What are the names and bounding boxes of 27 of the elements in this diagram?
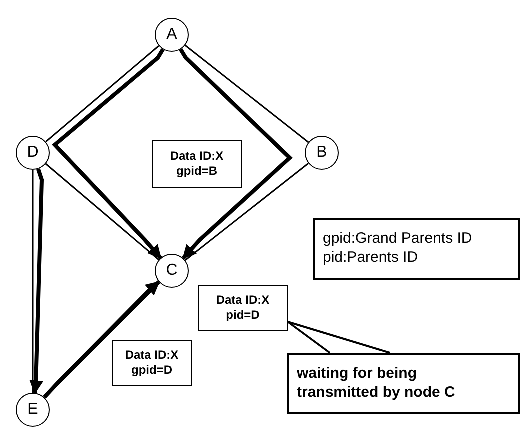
note-box — [313, 218, 520, 280]
link-line — [45, 45, 160, 143]
node-circle: C — [155, 254, 189, 288]
box-text: gpid=D — [132, 363, 172, 378]
box-text: waiting for being transmitted by node C — [297, 364, 456, 402]
box-text: gpid=B — [176, 164, 218, 179]
box-text: Data ID:X — [125, 348, 179, 363]
data-box — [112, 340, 192, 386]
box-text: Data ID:X — [170, 149, 224, 164]
node-circle: A — [155, 18, 189, 52]
note-box — [287, 353, 520, 414]
node-circle: E — [16, 393, 50, 427]
box-text: Data ID:X — [216, 293, 270, 308]
link-line — [32, 170, 34, 393]
link-line — [184, 162, 310, 262]
data-box — [198, 285, 288, 331]
box-text: pid=D — [226, 308, 260, 323]
box-text: pid:Parents ID — [323, 249, 418, 268]
data-box — [152, 140, 242, 188]
arrow — [52, 48, 165, 260]
arrow — [30, 168, 44, 394]
arrow — [179, 48, 293, 260]
node-circle: D — [16, 136, 50, 170]
link-line — [184, 44, 310, 144]
node-circle: B — [305, 136, 339, 170]
link-line — [45, 163, 160, 261]
box-text: gpid:Grand Parents ID — [323, 230, 472, 249]
